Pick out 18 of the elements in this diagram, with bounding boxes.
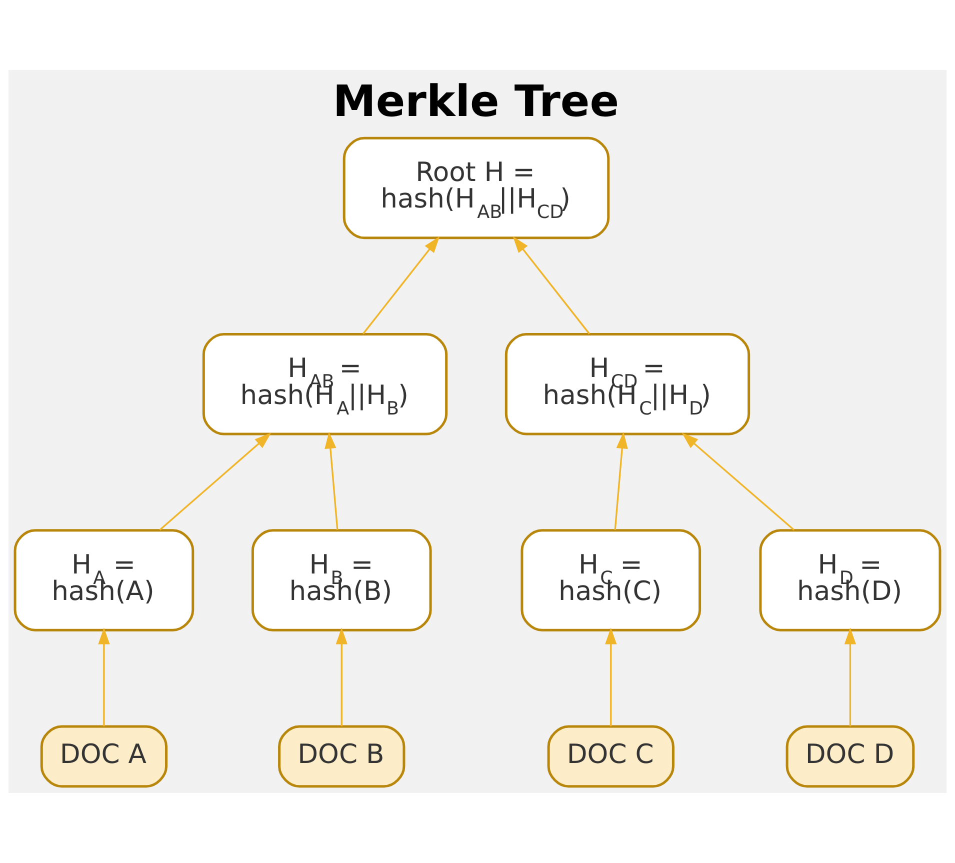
node-box: DOC B: [278, 725, 406, 788]
arrow: [682, 432, 795, 531]
node-box: H$_{D}$ = hash(D): [759, 529, 942, 632]
arrow: [512, 236, 590, 334]
arrow: [336, 628, 348, 726]
arrow: [614, 432, 628, 530]
arrow: [98, 628, 110, 726]
arrow: [324, 432, 338, 530]
node-box: DOC A: [40, 725, 168, 788]
node-box: DOC D: [786, 725, 915, 788]
arrow: [159, 432, 272, 531]
node-box: Root H = hash(H$_{AB}$||H$_{CD}$): [342, 136, 610, 240]
diagram-title: Merkle Tree: [332, 77, 620, 128]
arrow: [605, 628, 617, 726]
arrow: [844, 628, 856, 726]
arrow: [362, 236, 440, 334]
node-box: DOC C: [547, 725, 674, 788]
node-box: H$_{A}$ = hash(A): [14, 529, 194, 632]
